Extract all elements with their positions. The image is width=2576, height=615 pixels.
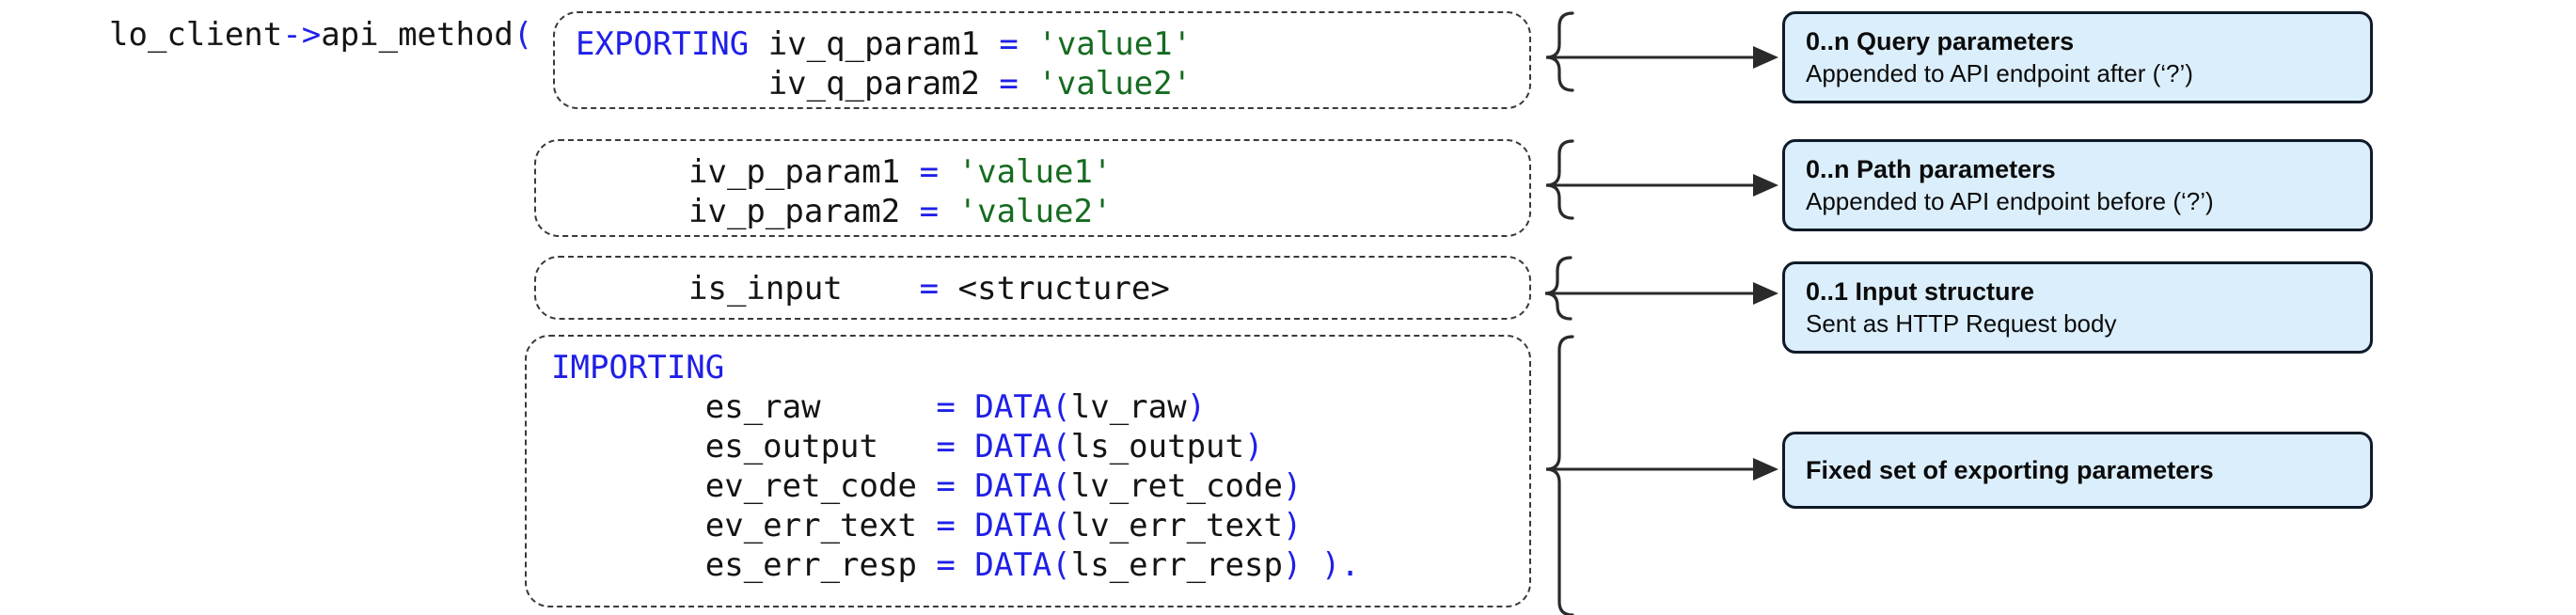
equals-operator: = (999, 25, 1019, 63)
equals-operator: = (936, 428, 956, 465)
query-parameters-box: EXPORTING iv_q_param1 = 'value1' iv_q_pa… (553, 11, 1531, 109)
param-value-iv-p-param1: 'value1' (957, 153, 1113, 191)
param-name-es-err-resp: es_err_resp (704, 546, 917, 584)
param-name-es-output: es_output (704, 428, 878, 465)
open-paren: ( (513, 16, 533, 54)
param-value-is-input: <structure> (957, 270, 1170, 308)
equals-operator: = (919, 193, 940, 230)
callout-fixed-title: Fixed set of exporting parameters (1806, 456, 2214, 484)
callout-path-parameters[interactable]: 0..n Path parameters Appended to API end… (1782, 139, 2373, 231)
callout-fixed-exporting[interactable]: Fixed set of exporting parameters (1782, 432, 2373, 509)
path-parameters-box: iv_p_param1 = 'value1' iv_p_param2 = 'val… (534, 139, 1531, 237)
arrow-operator: -> (282, 16, 322, 54)
equals-operator: = (999, 65, 1019, 102)
call-closing-trailer: ). (1302, 546, 1360, 584)
param-name-iv-q-param1: iv_q_param1 (767, 25, 980, 63)
equals-operator: = (936, 546, 956, 584)
callout-input-title: 0..1 Input structure (1806, 277, 2035, 306)
callout-query-parameters[interactable]: 0..n Query parameters Appended to API en… (1782, 11, 2373, 103)
param-value-ev-err-text: lv_err_text (1070, 507, 1283, 544)
param-value-es-err-resp: ls_err_resp (1070, 546, 1283, 584)
param-value-iv-p-param2: 'value2' (957, 193, 1113, 230)
callout-query-subtitle: Appended to API endpoint after (‘?’) (1806, 59, 2193, 87)
equals-operator: = (936, 388, 956, 426)
param-name-iv-q-param2: iv_q_param2 (767, 65, 980, 102)
param-name-es-raw: es_raw (704, 388, 821, 426)
equals-operator: = (936, 507, 956, 544)
client-object-name: lo_client (109, 16, 283, 54)
param-value-iv-q-param1: 'value1' (1037, 25, 1193, 63)
importing-parameters-box: IMPORTING es_raw = DATA(lv_raw) es_outpu… (525, 335, 1531, 607)
param-value-es-output: ls_output (1070, 428, 1244, 465)
importing-keyword: IMPORTING (551, 349, 725, 386)
callout-path-subtitle: Appended to API endpoint before (‘?’) (1806, 187, 2214, 215)
path-parameters-code: iv_p_param1 = 'value1' iv_p_param2 = 'val… (536, 141, 1130, 243)
input-structure-box: is_input = <structure> (534, 256, 1531, 320)
callout-path-title: 0..n Path parameters (1806, 155, 2056, 183)
param-name-ev-ret-code: ev_ret_code (704, 467, 917, 505)
param-value-iv-q-param2: 'value2' (1037, 65, 1193, 102)
brace-importing (1545, 335, 1778, 615)
equals-operator: = (919, 153, 940, 191)
param-value-es-raw: lv_raw (1070, 388, 1187, 426)
exporting-keyword: EXPORTING (576, 25, 750, 63)
param-name-iv-p-param2: iv_p_param2 (688, 193, 901, 230)
param-name-is-input: is_input (688, 270, 843, 308)
brace-input (1544, 256, 1778, 321)
callout-input-subtitle: Sent as HTTP Request body (1806, 309, 2117, 338)
input-structure-code: is_input = <structure> (536, 258, 1189, 320)
brace-path (1545, 139, 1778, 220)
equals-operator: = (919, 270, 940, 308)
query-parameters-code: EXPORTING iv_q_param1 = 'value1' iv_q_pa… (555, 13, 1210, 115)
param-value-ev-ret-code: lv_ret_code (1070, 467, 1283, 505)
param-name-iv-p-param1: iv_p_param1 (688, 153, 901, 191)
equals-operator: = (936, 467, 956, 505)
brace-query (1545, 11, 1778, 92)
importing-parameters-code: IMPORTING es_raw = DATA(lv_raw) es_outpu… (551, 349, 1360, 584)
callout-query-title: 0..n Query parameters (1806, 27, 2075, 55)
method-call-prefix: lo_client->api_method( (109, 15, 532, 55)
callout-input-structure[interactable]: 0..1 Input structure Sent as HTTP Reques… (1782, 261, 2373, 354)
method-name: api_method (321, 16, 514, 54)
param-name-ev-err-text: ev_err_text (704, 507, 917, 544)
